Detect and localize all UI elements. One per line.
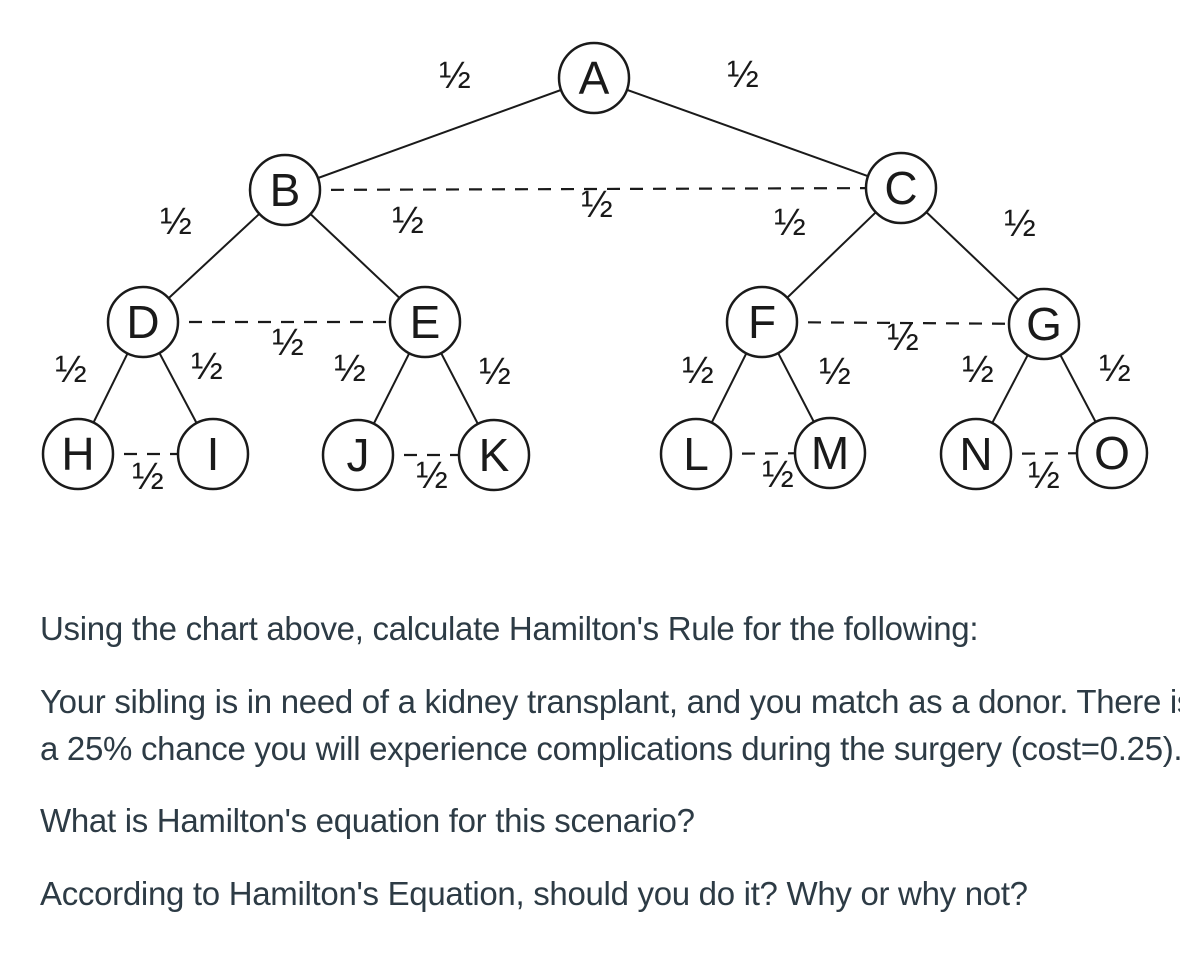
edge-label-C-G: ½ (1004, 203, 1036, 245)
edge-label-A-C: ½ (727, 54, 759, 96)
node-label-F: F (748, 296, 776, 348)
edge-label-B-D: ½ (160, 201, 192, 243)
question-scenario: Your sibling is in need of a kidney tran… (40, 678, 1180, 772)
edge-label-E-J: ½ (334, 348, 366, 390)
node-label-J: J (347, 429, 370, 481)
node-label-M: M (811, 427, 849, 479)
solid-edge-A-C (593, 77, 902, 189)
edge-label-D-I: ½ (191, 346, 223, 388)
question-equation: What is Hamilton's equation for this sce… (40, 802, 695, 839)
edge-label-F-G: ½ (887, 317, 919, 359)
solid-edge-A-B (284, 77, 595, 191)
question-decision: According to Hamilton's Equation, should… (40, 875, 1028, 912)
node-circle-G (1007, 287, 1081, 361)
node-circle-I (176, 417, 250, 491)
node-circle-A (557, 41, 631, 115)
edge-label-E-K: ½ (479, 351, 511, 393)
node-label-D: D (126, 296, 159, 348)
node-label-K: K (479, 429, 510, 481)
edge-label-B-E: ½ (392, 200, 424, 242)
scenario-line-2: a 25% chance you will experience complic… (40, 730, 1180, 767)
node-label-O: O (1094, 427, 1130, 479)
node-label-H: H (61, 428, 94, 480)
node-circle-C (864, 151, 938, 225)
node-label-N: N (959, 428, 992, 480)
node-label-A: A (579, 52, 610, 104)
edge-label-F-L: ½ (682, 350, 714, 392)
question-text-block: Using the chart above, calculate Hamilto… (40, 605, 1180, 943)
node-label-E: E (410, 296, 441, 348)
dashed-edge-B-C (284, 186, 902, 192)
edge-label-G-N: ½ (962, 349, 994, 391)
node-circle-M (793, 416, 867, 490)
edge-label-J-K: ½ (416, 455, 448, 497)
edge-label-F-M: ½ (819, 351, 851, 393)
node-label-I: I (207, 428, 220, 480)
node-circle-O (1075, 416, 1149, 490)
edge-label-L-M: ½ (762, 454, 794, 496)
edge-label-N-O: ½ (1028, 455, 1060, 497)
edge-label-B-C: ½ (581, 184, 613, 226)
edge-label-A-B: ½ (439, 55, 471, 97)
node-circle-H (41, 417, 115, 491)
edge-label-G-O: ½ (1099, 348, 1131, 390)
node-label-G: G (1026, 298, 1062, 350)
node-circle-N (939, 417, 1013, 491)
node-circle-B (248, 153, 322, 227)
node-label-B: B (270, 164, 301, 216)
node-label-L: L (683, 428, 709, 480)
edge-label-H-I: ½ (132, 456, 164, 498)
edge-label-C-F: ½ (774, 202, 806, 244)
node-circle-L (659, 417, 733, 491)
node-circle-K (457, 418, 531, 492)
question-intro: Using the chart above, calculate Hamilto… (40, 610, 979, 647)
node-circle-D (106, 285, 180, 359)
node-circle-E (388, 285, 462, 359)
node-circle-F (725, 285, 799, 359)
edge-label-D-H: ½ (55, 349, 87, 391)
scenario-line-1: Your sibling is in need of a kidney tran… (40, 683, 1180, 720)
node-circle-J (321, 418, 395, 492)
node-label-C: C (884, 162, 917, 214)
edge-label-D-E: ½ (272, 322, 304, 364)
dashed-edge-F-G (761, 320, 1045, 326)
